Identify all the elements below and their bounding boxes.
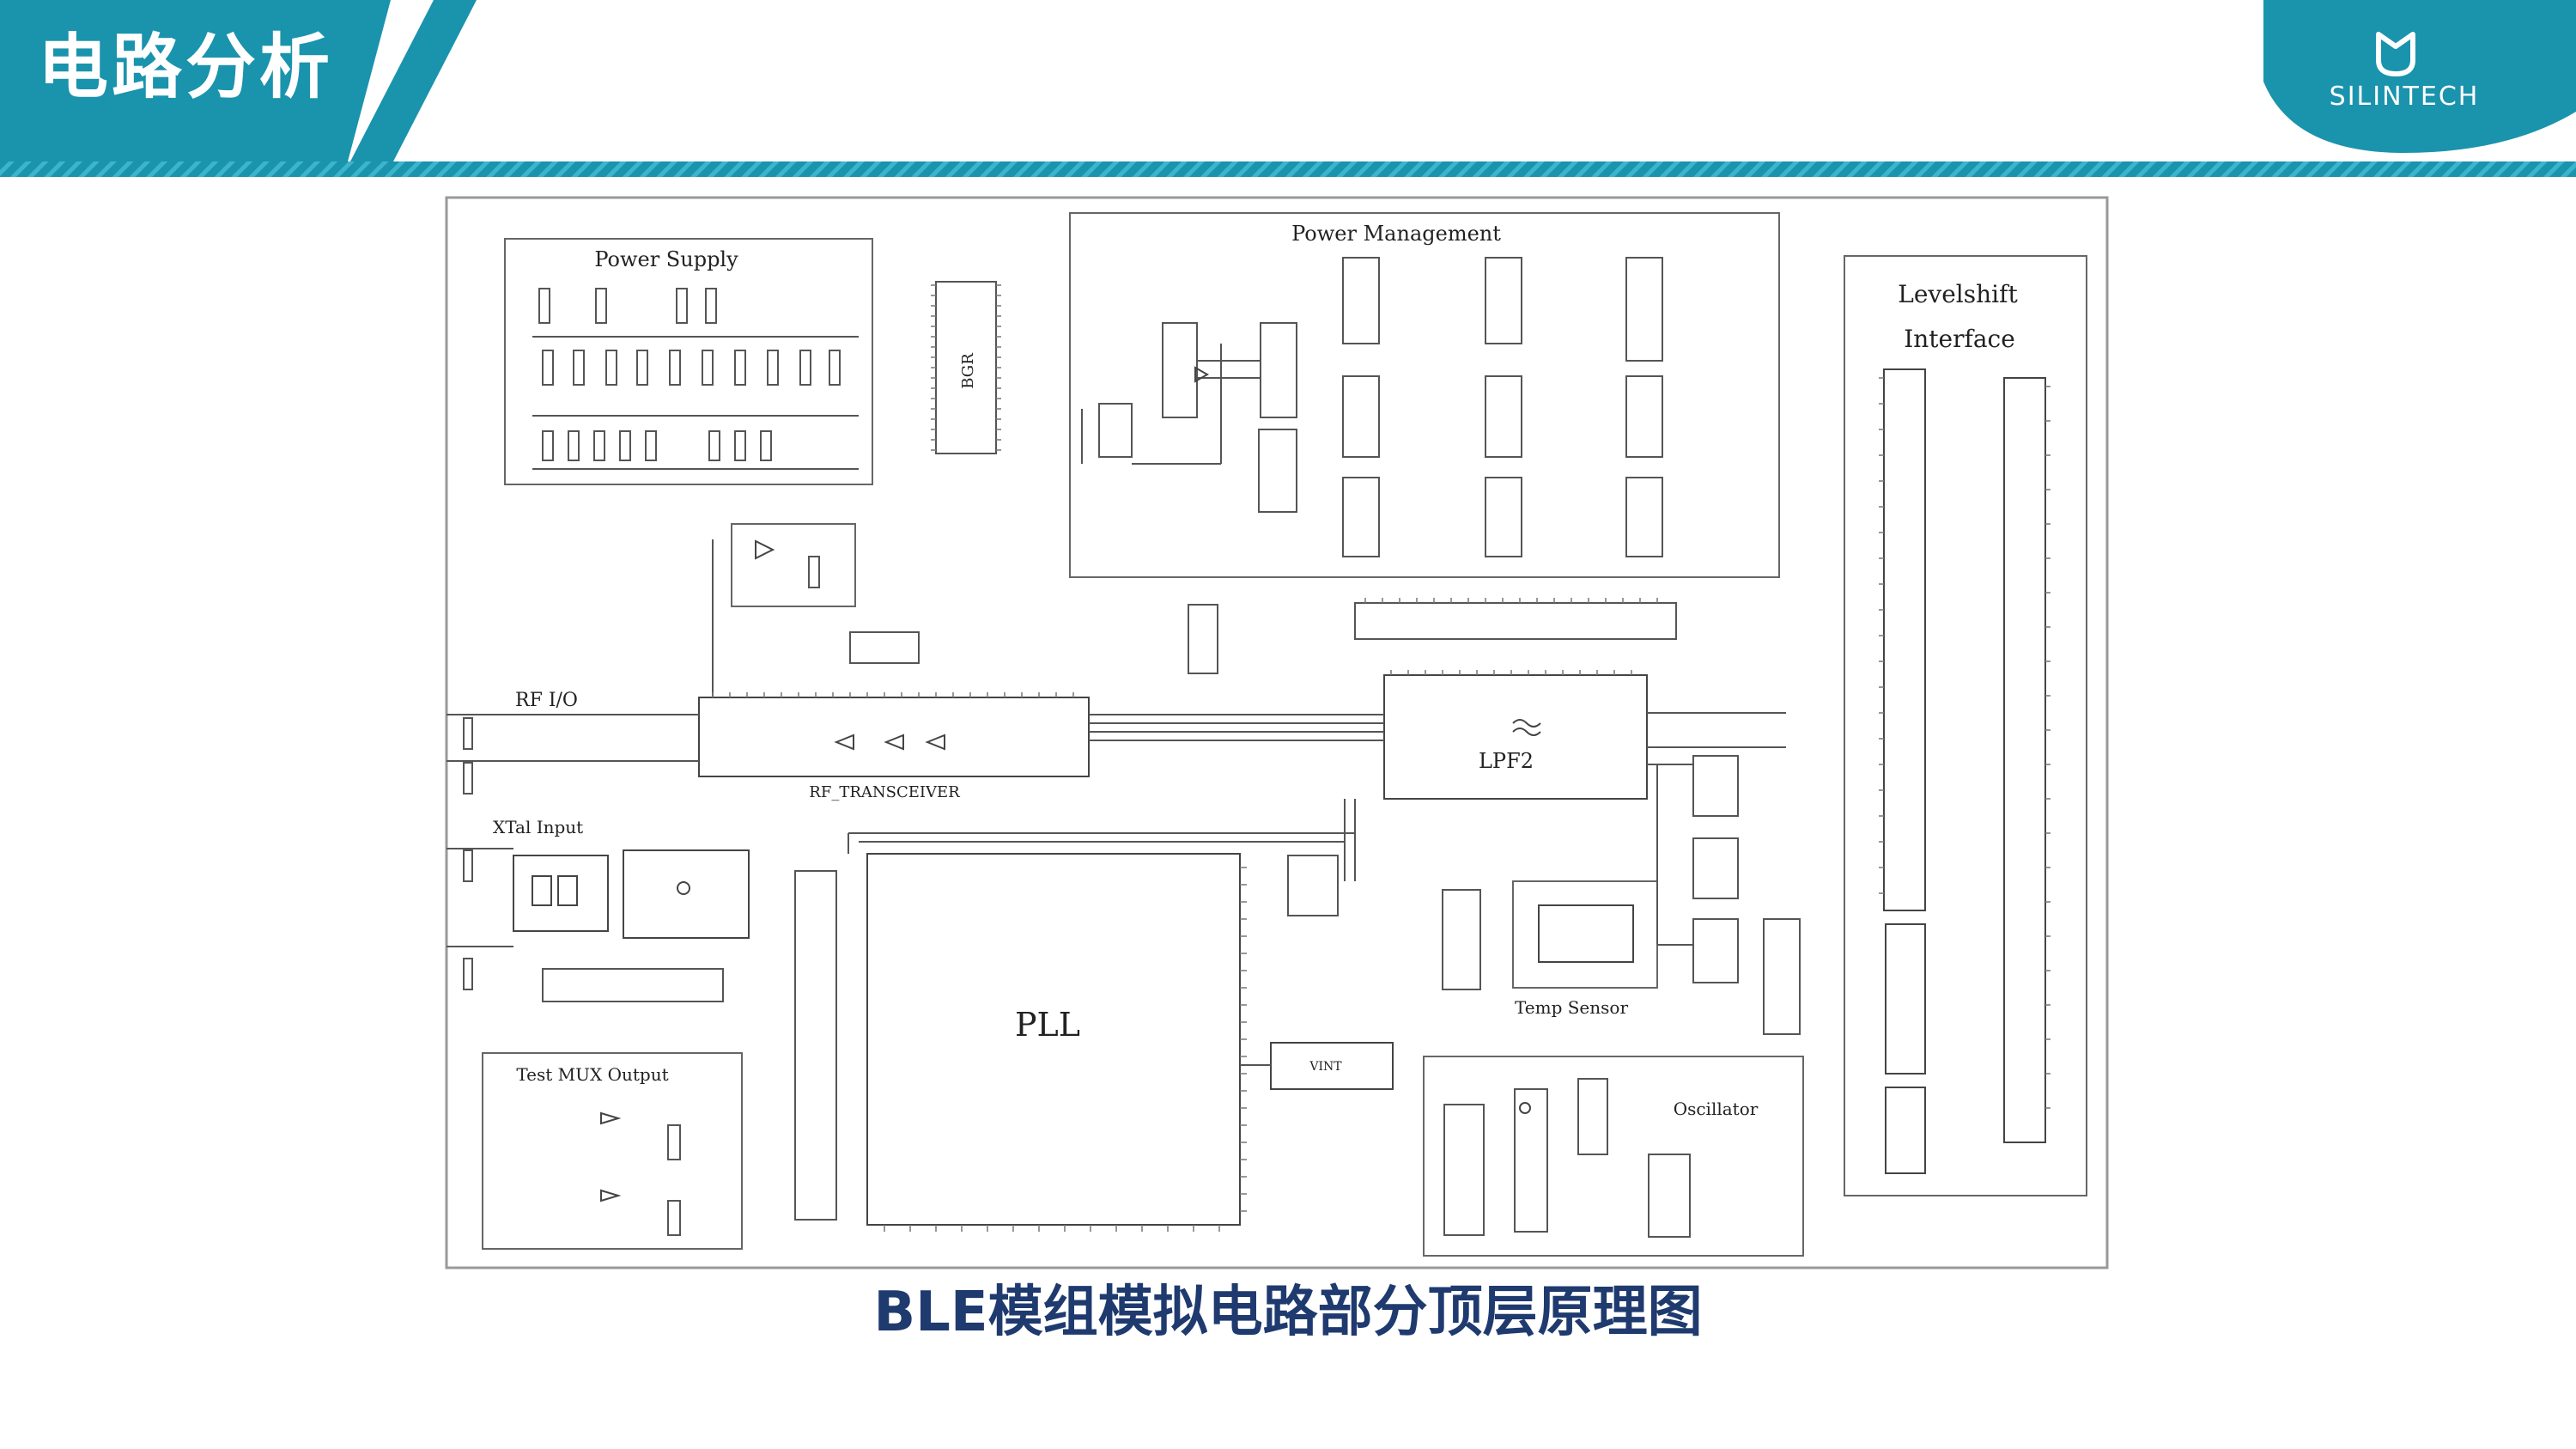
label-oscillator: Oscillator (1674, 1099, 1759, 1119)
title-block (0, 0, 391, 161)
brand-name: SILINTECH (2329, 82, 2480, 112)
label-temp-sensor: Temp Sensor (1515, 997, 1628, 1018)
lpf2-block (1383, 674, 1648, 800)
page-title: 电路分析 (38, 27, 334, 108)
label-levelshift: Levelshift (1898, 280, 2018, 308)
power-supply-block (504, 238, 873, 485)
label-pll: PLL (1015, 1006, 1080, 1044)
label-bgr: BGR (959, 353, 977, 389)
osc-out-sel-block (623, 849, 750, 939)
label-lpf2: LPF2 (1479, 749, 1534, 773)
schematic-frame (445, 196, 2109, 1269)
label-interface: Interface (1904, 325, 2015, 353)
power-management-block (1069, 212, 1780, 578)
logo-icon (2376, 32, 2415, 76)
title-slash (350, 0, 477, 161)
diagram-caption: BLE模组模拟电路部分顶层原理图 (873, 1281, 1703, 1344)
temp-sensor-block (1512, 880, 1658, 989)
header-band (0, 0, 2576, 177)
label-vint: VINT (1309, 1060, 1342, 1074)
levelshift-block (1844, 255, 2087, 1196)
logo-badge (2263, 0, 2576, 153)
rf-transceiver-block (698, 697, 1090, 777)
dout-block (731, 523, 856, 607)
label-power-supply: Power Supply (594, 247, 738, 271)
test-mux-block (482, 1052, 743, 1250)
label-test-mux: Test MUX Output (516, 1064, 668, 1085)
oscillator-block (1423, 1056, 1804, 1257)
xtal-osc-block (513, 855, 609, 932)
label-rf-transceiver: RF_TRANSCEIVER (809, 783, 960, 801)
label-xtal-input: XTal Input (493, 817, 583, 837)
label-rf-io: RF I/O (515, 690, 578, 711)
header-stripe (0, 161, 2576, 177)
label-power-management: Power Management (1291, 222, 1501, 246)
